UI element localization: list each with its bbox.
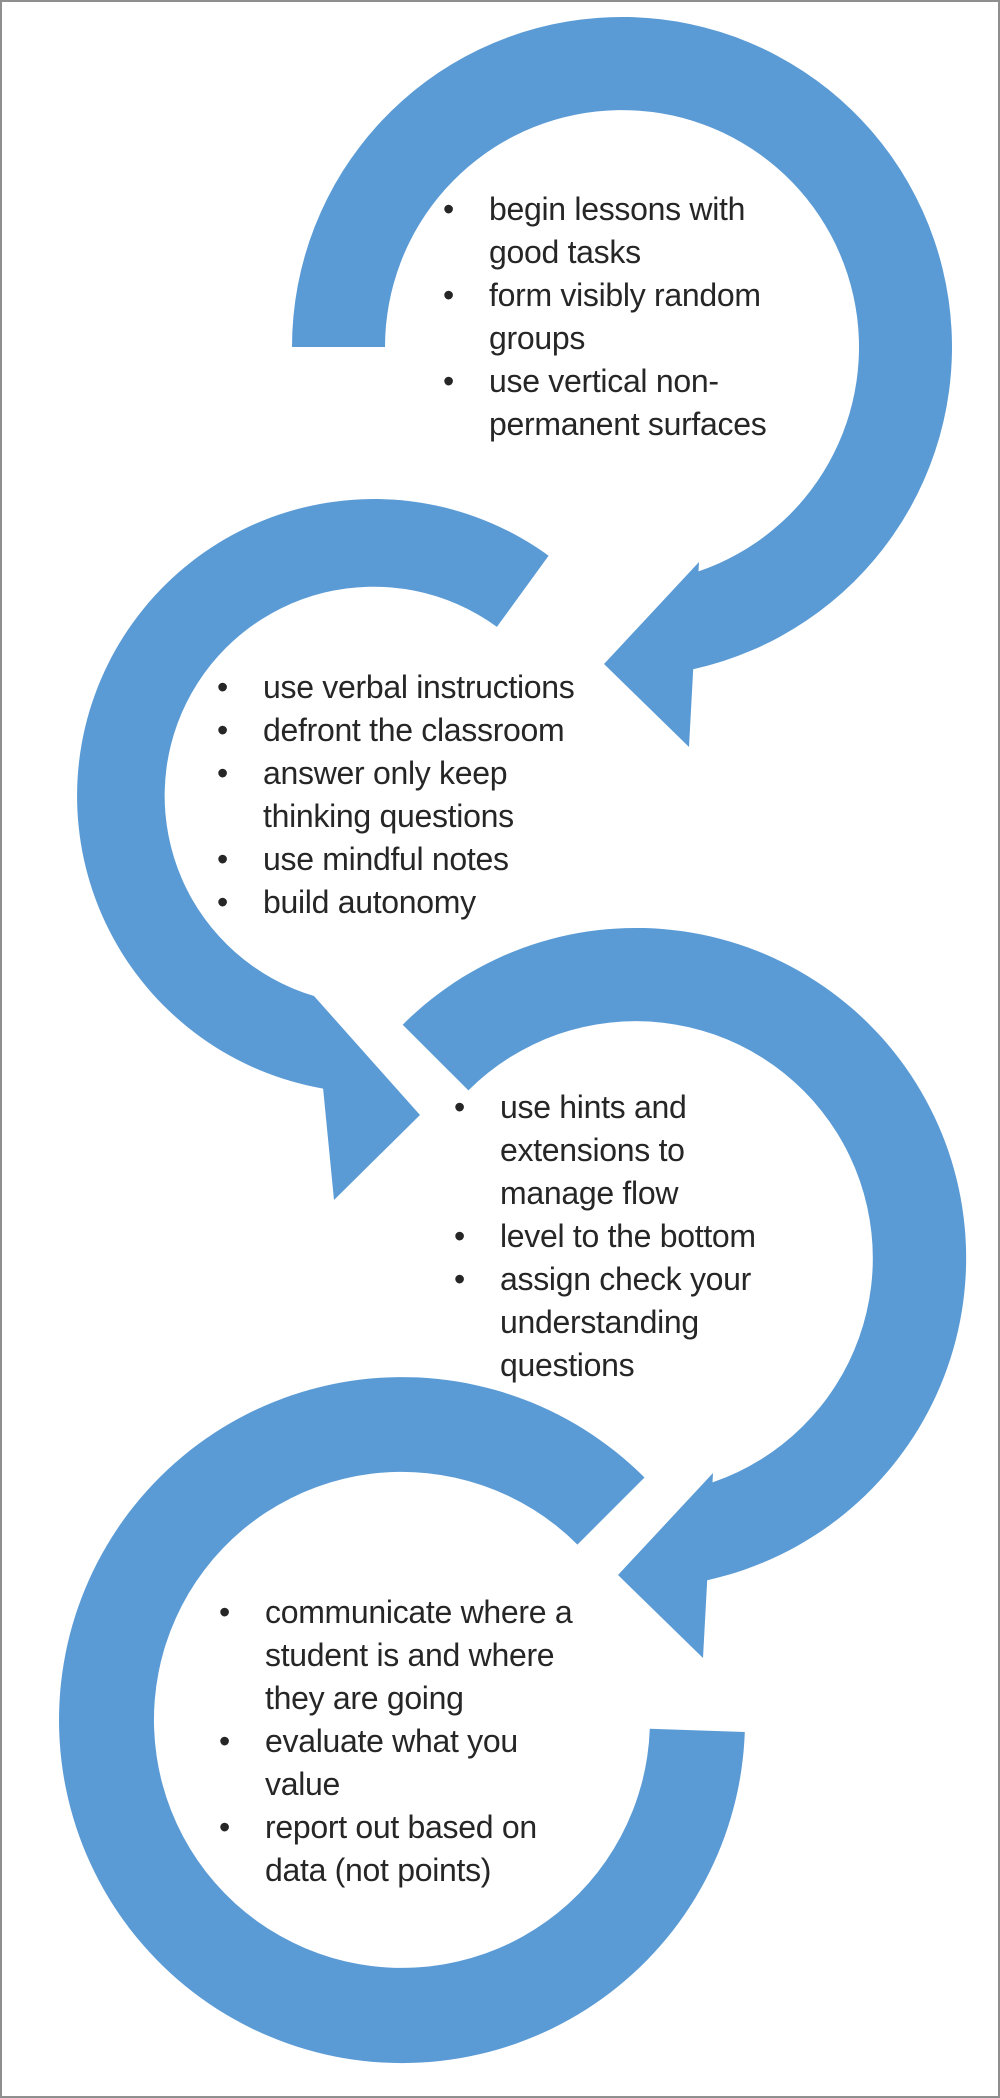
circle-4-bullet-list: communicate where a student is and where…	[219, 1591, 679, 1892]
bullet-item: use hints and extensions to manage flow	[454, 1086, 874, 1215]
bullet-item: answer only keep thinking questions	[217, 752, 677, 838]
bullet-item: form visibly random groups	[443, 274, 843, 360]
bullet-item: assign check your understanding question…	[454, 1258, 874, 1387]
bullet-item: use vertical non- permanent surfaces	[443, 360, 843, 446]
circle-2-bullet-list: use verbal instructionsdefront the class…	[217, 666, 677, 924]
bullet-item: build autonomy	[217, 881, 677, 924]
circle-1-bullet-list: begin lessons with good tasksform visibl…	[443, 188, 843, 446]
bullet-item: begin lessons with good tasks	[443, 188, 843, 274]
bullet-item: evaluate what you value	[219, 1720, 679, 1806]
circle-2-text: use verbal instructionsdefront the class…	[217, 666, 677, 924]
circle-3-text: use hints and extensions to manage flowl…	[454, 1086, 874, 1387]
circle-1-text: begin lessons with good tasksform visibl…	[443, 188, 843, 446]
bullet-item: defront the classroom	[217, 709, 677, 752]
circle-4-text: communicate where a student is and where…	[219, 1591, 679, 1892]
cycle-arrow-1	[292, 16, 952, 748]
bullet-item: communicate where a student is and where…	[219, 1591, 679, 1720]
bullet-item: level to the bottom	[454, 1215, 874, 1258]
cycle-arrow-2	[77, 499, 549, 1200]
bullet-item: use mindful notes	[217, 838, 677, 881]
bullet-item: report out based on data (not points)	[219, 1806, 679, 1892]
circle-3-bullet-list: use hints and extensions to manage flowl…	[454, 1086, 874, 1387]
bullet-item: use verbal instructions	[217, 666, 677, 709]
